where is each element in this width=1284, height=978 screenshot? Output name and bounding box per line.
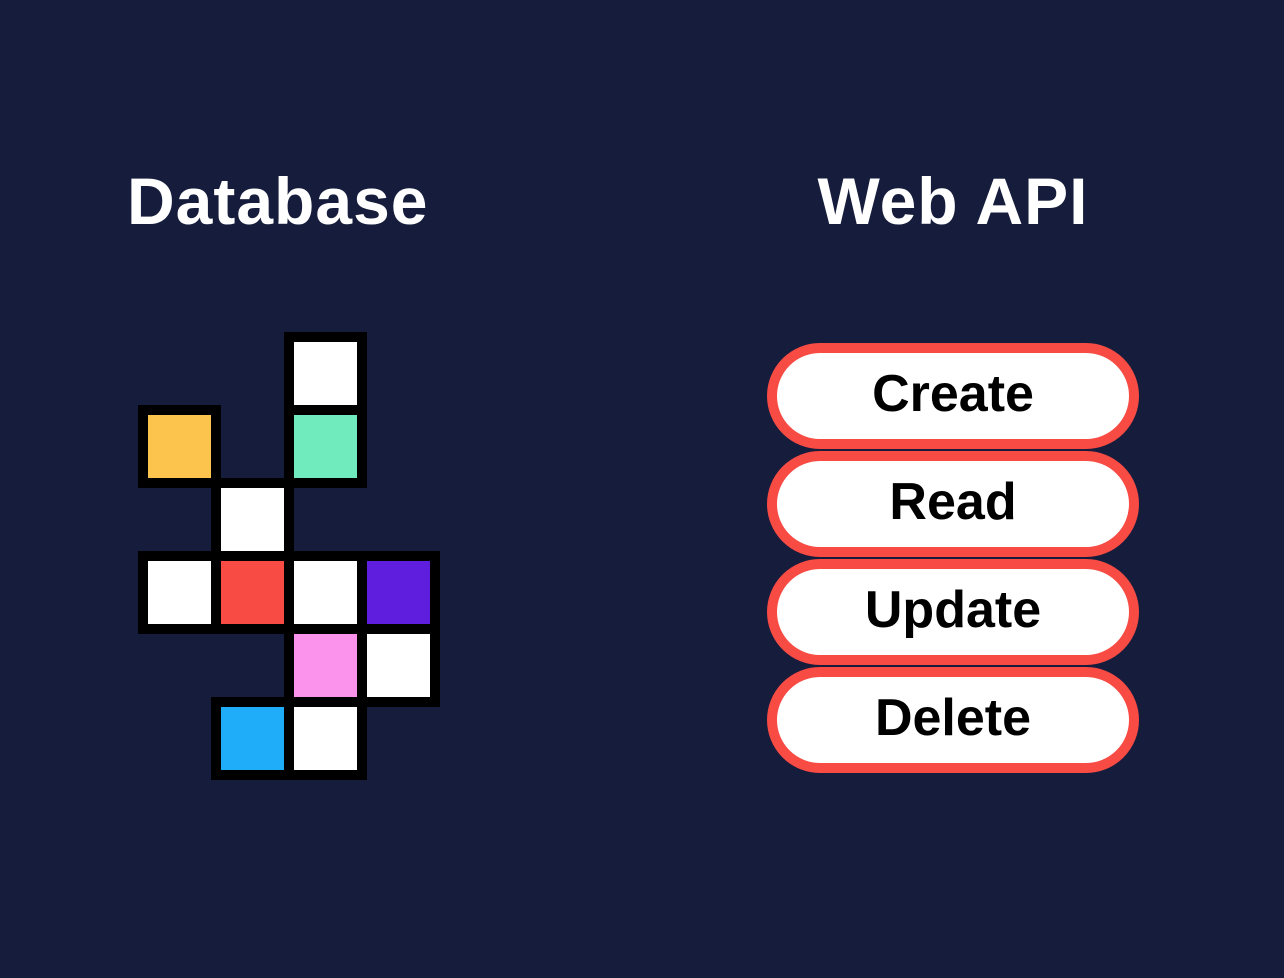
read-button-label: Read	[889, 473, 1017, 531]
db-block-white-3	[138, 551, 221, 634]
database-title: Database	[127, 164, 429, 238]
database-block-grid	[138, 332, 440, 780]
read-button[interactable]: Read	[767, 451, 1139, 557]
db-block-white-4	[284, 551, 367, 634]
db-block-white-1	[284, 332, 367, 415]
update-button-label: Update	[864, 581, 1042, 639]
db-block-white-2	[211, 478, 294, 561]
db-block-pink	[284, 624, 367, 707]
db-block-purple	[357, 551, 440, 634]
delete-button[interactable]: Delete	[767, 667, 1139, 773]
delete-button-label: Delete	[874, 689, 1032, 747]
db-block-orange	[138, 405, 221, 488]
db-block-white-6	[284, 697, 367, 780]
db-block-mint	[284, 405, 367, 488]
create-button[interactable]: Create	[767, 343, 1139, 449]
db-block-white-5	[357, 624, 440, 707]
webapi-title: Web API	[817, 164, 1089, 238]
create-button-label: Create	[872, 365, 1034, 423]
crud-button-group: Create Read Update Delete	[767, 343, 1139, 773]
update-button[interactable]: Update	[767, 559, 1139, 665]
db-block-blue	[211, 697, 294, 780]
db-block-red	[211, 551, 294, 634]
